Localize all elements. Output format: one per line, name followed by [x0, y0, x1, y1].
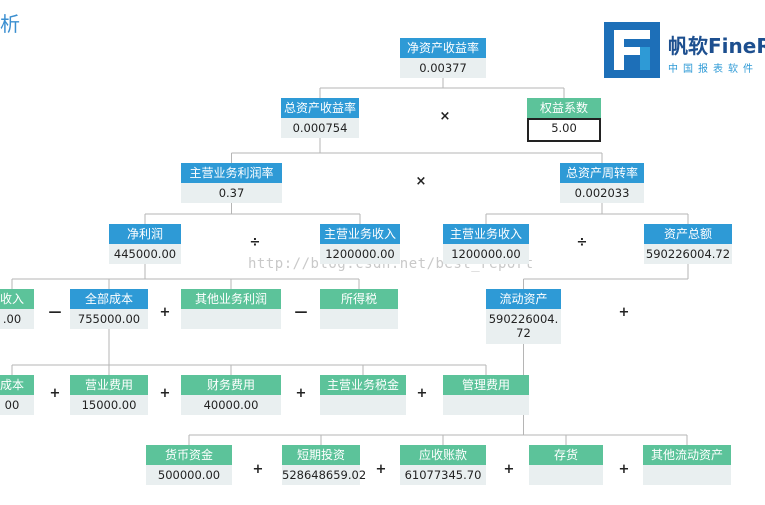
operator-op3: ÷	[249, 235, 261, 250]
operator-op1: ×	[439, 109, 451, 124]
node-label: 权益系数	[527, 98, 601, 118]
node-label: 管理费用	[443, 375, 529, 395]
node-value: 528648659.02	[282, 465, 366, 485]
operator-op7: —	[294, 305, 308, 320]
operator-op15: +	[503, 462, 515, 477]
node-value: 0.37	[181, 183, 282, 203]
node-label: 其他业务利润	[181, 289, 281, 309]
node-value	[320, 309, 398, 329]
node-label: 成本	[0, 375, 34, 395]
node-label: 主营业务利润率	[181, 163, 282, 183]
node-value: 755000.00	[70, 309, 148, 329]
node-value: 445000.00	[109, 244, 181, 264]
node-label: 净资产收益率	[400, 38, 486, 58]
node-value: 0.002033	[560, 183, 644, 203]
operator-op10: +	[159, 386, 171, 401]
operator-op6: +	[159, 305, 171, 320]
node-value: 590226004.72	[486, 309, 561, 344]
logo-brand-text: 帆软FineR	[668, 34, 765, 58]
node-label: 短期投资	[282, 445, 360, 465]
operator-op11: +	[295, 386, 307, 401]
node-other-current[interactable]: 其他流动资产	[643, 445, 731, 485]
node-label: 财务费用	[181, 375, 281, 395]
operator-op13: +	[252, 462, 264, 477]
node-label: 总资产收益率	[281, 98, 359, 118]
finereport-logo: 帆软FineR 中国报表软件	[604, 22, 765, 82]
node-biz-tax[interactable]: 主营业务税金	[320, 375, 406, 415]
node-income-tax[interactable]: 所得税	[320, 289, 398, 329]
node-label: 所得税	[320, 289, 398, 309]
node-value: 0.00377	[400, 58, 486, 78]
node-label: 主营业务税金	[320, 375, 406, 395]
node-label: 流动资产	[486, 289, 561, 309]
operator-op2: ×	[415, 174, 427, 189]
operator-op14: +	[375, 462, 387, 477]
finereport-logo-icon	[604, 22, 660, 78]
operator-op8: +	[618, 305, 630, 320]
page-title-fragment: 析	[0, 12, 20, 36]
node-label: 其他流动资产	[643, 445, 731, 465]
node-label: 主营业务收入	[443, 224, 529, 244]
node-value	[320, 395, 406, 415]
node-label: 净利润	[109, 224, 181, 244]
node-label: 资产总额	[644, 224, 732, 244]
node-value	[529, 465, 603, 485]
node-other-profit[interactable]: 其他业务利润	[181, 289, 281, 329]
operator-op12: +	[416, 386, 428, 401]
node-label: 收入	[0, 289, 34, 309]
operator-op4: ÷	[576, 235, 588, 250]
node-inventory[interactable]: 存货	[529, 445, 603, 485]
node-value: 590226004.72	[644, 244, 732, 264]
node-value	[181, 309, 281, 329]
node-value: 40000.00	[181, 395, 281, 415]
node-label: 应收账款	[400, 445, 486, 465]
node-value	[643, 465, 731, 485]
logo-subtitle: 中国报表软件	[668, 64, 758, 75]
operator-op5: —	[48, 305, 62, 320]
node-label: 货币资金	[146, 445, 232, 465]
node-value: 0.000754	[281, 118, 359, 138]
node-value: .00	[0, 309, 34, 329]
node-revenue3[interactable]: 收入.00	[0, 289, 34, 329]
node-label: 营业费用	[70, 375, 148, 395]
node-value: 5.00	[527, 118, 601, 142]
node-value: 00	[0, 395, 34, 415]
node-admin-exp[interactable]: 管理费用	[443, 375, 529, 415]
node-value: 1200000.00	[320, 244, 400, 264]
node-label: 全部成本	[70, 289, 148, 309]
operator-op9: +	[49, 386, 61, 401]
operator-op16: +	[618, 462, 630, 477]
node-label: 存货	[529, 445, 603, 465]
node-value	[443, 395, 529, 415]
node-label: 总资产周转率	[560, 163, 644, 183]
node-value: 61077345.70	[400, 465, 486, 485]
node-value: 15000.00	[70, 395, 148, 415]
node-label: 主营业务收入	[320, 224, 400, 244]
node-value: 1200000.00	[443, 244, 529, 264]
node-value: 500000.00	[146, 465, 232, 485]
